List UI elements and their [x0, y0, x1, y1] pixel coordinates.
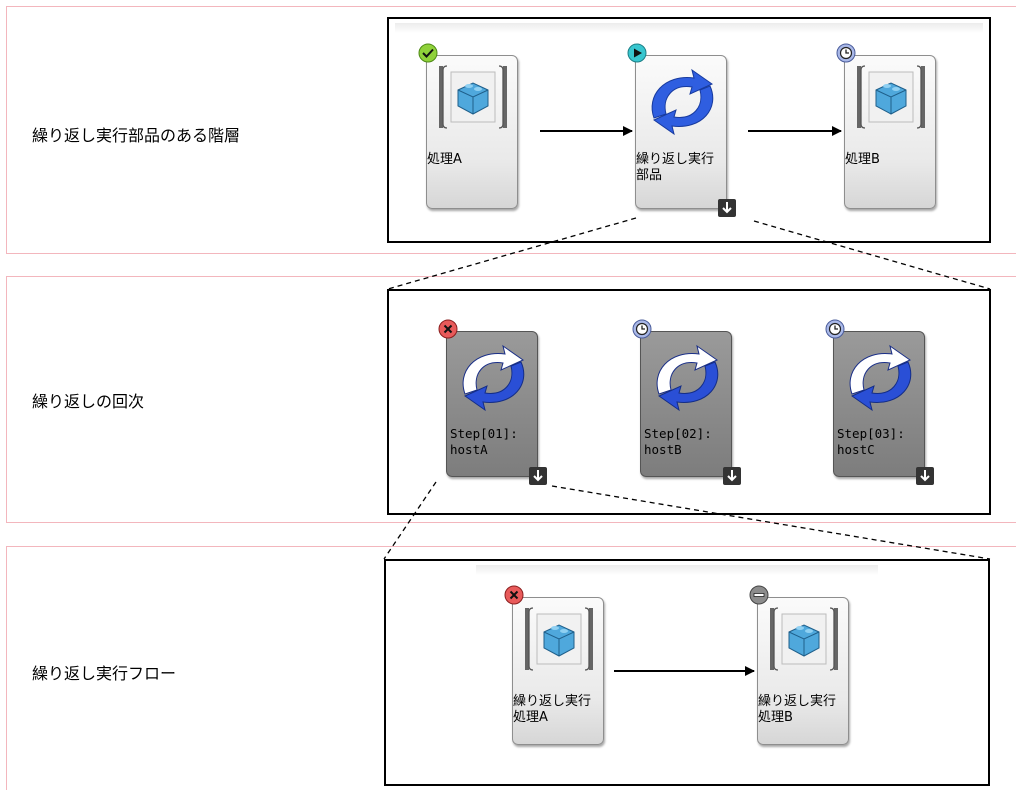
node-process-b[interactable]: 処理B — [836, 43, 937, 209]
block-icon — [758, 598, 850, 692]
drill-line-right-2 — [551, 485, 991, 560]
expand-down-icon[interactable] — [916, 467, 934, 485]
status-error-icon — [504, 585, 524, 605]
node-repeat-component[interactable]: 繰り返し実行 部品 — [627, 43, 736, 217]
expand-down-icon[interactable] — [723, 467, 741, 485]
section-band-iterations — [6, 276, 1016, 523]
node-label: Step[01]: hostA — [450, 426, 518, 457]
expand-down-icon[interactable] — [718, 199, 736, 217]
node-label: 処理A — [427, 152, 462, 167]
node-label: 繰り返し実行 処理A — [513, 694, 592, 725]
drill-line-right-1 — [753, 220, 991, 290]
drill-line-left-2 — [383, 481, 437, 560]
node-step-03[interactable]: Step[03]: hostC — [825, 319, 934, 485]
expand-down-icon[interactable] — [529, 467, 547, 485]
node-label: Step[02]: hostB — [644, 426, 712, 457]
status-skipped-icon — [749, 585, 769, 605]
block-icon — [513, 598, 605, 692]
node-repeat-process-b[interactable]: 繰り返し実行 処理B — [749, 585, 850, 745]
status-error-icon — [438, 319, 458, 339]
status-success-icon — [418, 43, 438, 63]
repeat-icon — [636, 56, 728, 150]
status-waiting-clock-icon — [632, 319, 652, 339]
status-waiting-clock-icon — [825, 319, 845, 339]
section-label-repeat-flow: 繰り返し実行フロー — [32, 664, 177, 683]
node-label: Step[03]: hostC — [837, 426, 905, 457]
node-step-02[interactable]: Step[02]: hostB — [632, 319, 741, 485]
node-repeat-process-a[interactable]: 繰り返し実行 処理A — [504, 585, 605, 745]
block-icon — [845, 56, 937, 150]
section-band-repeat-flow — [6, 546, 1016, 790]
repeat-icon — [447, 332, 539, 426]
node-process-a[interactable]: 処理A — [418, 43, 519, 209]
node-label: 繰り返し実行 部品 — [636, 152, 715, 183]
repeat-icon — [641, 332, 733, 426]
repeat-flow-panel — [384, 559, 990, 786]
node-step-01[interactable]: Step[01]: hostA — [438, 319, 547, 485]
node-label: 処理B — [845, 152, 880, 167]
section-label-hierarchy: 繰り返し実行部品のある階層 — [32, 126, 241, 145]
status-running-icon — [627, 43, 647, 63]
repeat-icon — [834, 332, 926, 426]
section-label-iterations: 繰り返しの回次 — [32, 392, 145, 411]
status-waiting-clock-icon — [836, 43, 856, 63]
drill-line-left-1 — [387, 217, 637, 290]
node-label: 繰り返し実行 処理B — [758, 694, 837, 725]
block-icon — [427, 56, 519, 150]
